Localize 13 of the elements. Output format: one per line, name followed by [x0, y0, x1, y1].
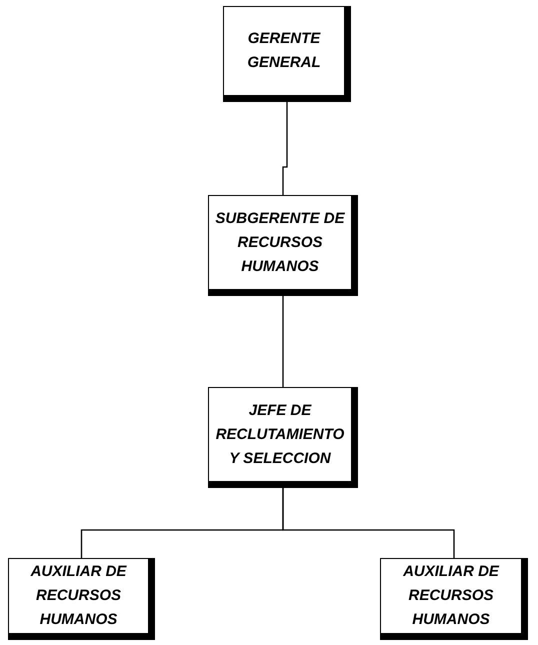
position-title: SUBGERENTE DE RECURSOS HUMANOS — [214, 208, 346, 276]
connector-line — [282, 296, 284, 387]
position-box — [208, 195, 358, 296]
position-box — [223, 6, 351, 102]
position-title: AUXILIAR DE RECURSOS HUMANOS — [30, 562, 128, 630]
position-title: AUXILIAR DE RECURSOS HUMANOS — [402, 562, 500, 630]
position-box — [380, 558, 528, 640]
connector-line — [282, 488, 455, 558]
position-box — [8, 558, 155, 640]
position-box — [208, 387, 358, 488]
position-title: JEFE DE RECLUTAMIENTO Y SELECCION — [214, 400, 346, 468]
position-title: GERENTE GENERAL — [246, 29, 322, 73]
connector-line — [282, 102, 288, 195]
